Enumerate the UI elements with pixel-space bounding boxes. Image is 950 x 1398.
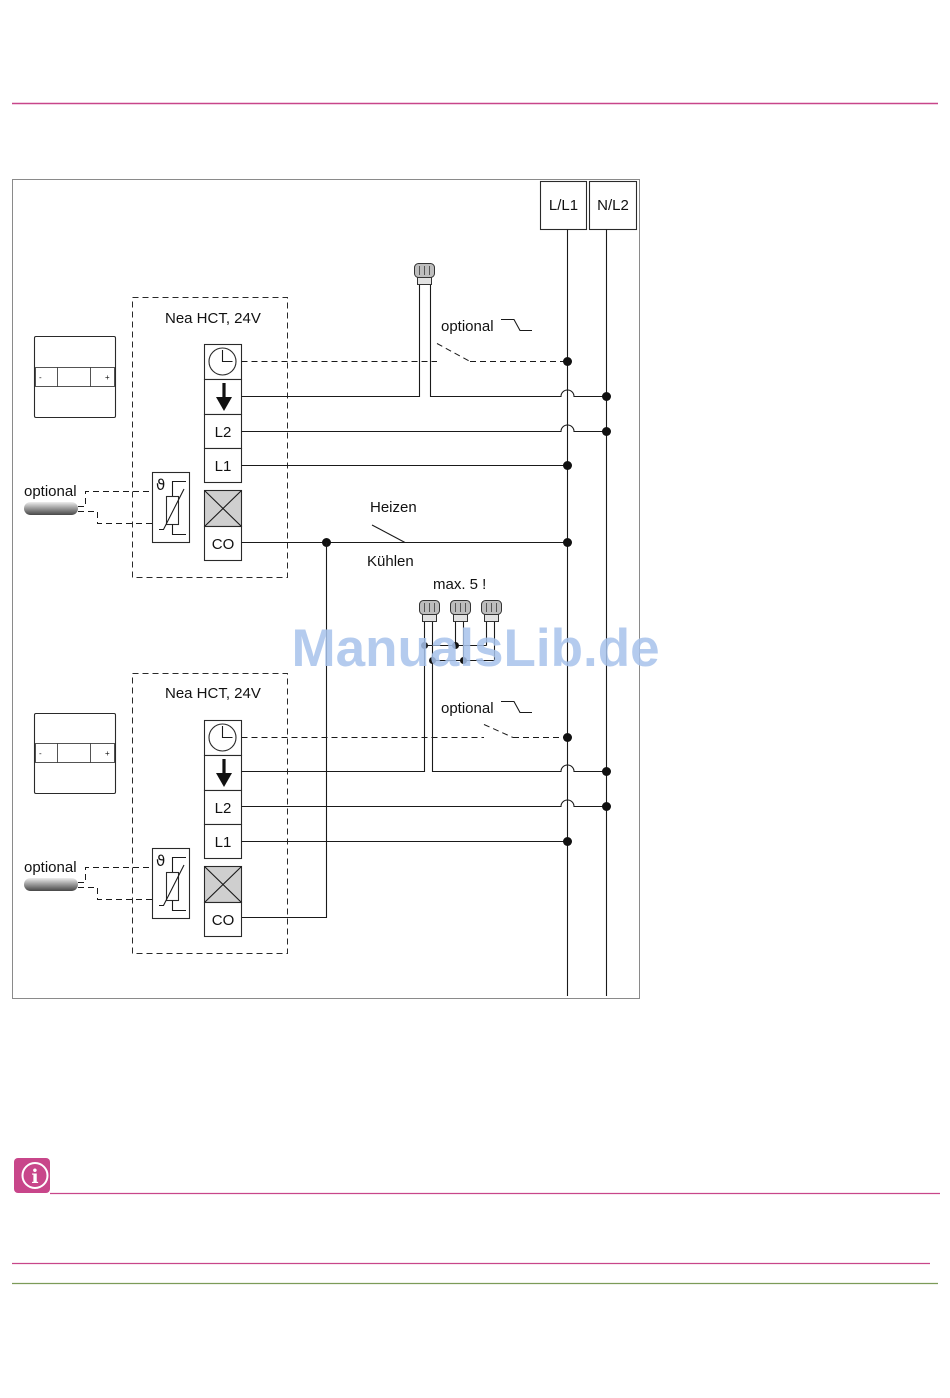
timer-switch-blade xyxy=(437,344,470,362)
wiring-unit-2: optional max. 5 ! xyxy=(242,576,612,846)
device-outline xyxy=(35,337,116,418)
thermostat-minus-key: - xyxy=(39,749,42,758)
device-outline xyxy=(35,714,116,794)
info-icon: i xyxy=(14,1158,50,1193)
thermostat-plus-key: + xyxy=(105,749,110,758)
room-thermostat-device: - + xyxy=(35,714,116,794)
junction-dot xyxy=(563,733,572,742)
sensor-wire-dashed xyxy=(78,888,153,900)
svg-text:i: i xyxy=(31,1166,38,1188)
sensor-symbol: ϑ xyxy=(156,852,165,870)
remote-sensor-probe xyxy=(24,502,78,515)
timer-switch-blade xyxy=(484,725,513,738)
crossed-box-icon xyxy=(205,867,242,903)
l2-wire xyxy=(242,800,607,807)
ntc-thermistor-icon: ϑ xyxy=(153,849,190,919)
valve-return-wire xyxy=(431,285,607,397)
changeover-cool-label: Kühlen xyxy=(367,553,414,570)
sensor-optional-label: optional xyxy=(24,483,77,500)
unit-title: Nea HCT, 24V xyxy=(165,310,261,327)
thermostat-minus-key: - xyxy=(39,373,42,382)
changeover-heat-label: Heizen xyxy=(370,499,417,516)
terminal-label-co: CO xyxy=(212,912,235,929)
l2-wire xyxy=(242,425,607,431)
sensor-wire-dashed xyxy=(78,512,153,524)
wiring-unit-1: optional Heizen Kühlen xyxy=(242,264,612,918)
junction-dot xyxy=(563,461,572,470)
changeover-switch-blade xyxy=(372,525,405,543)
terminal-label-l2: L2 xyxy=(215,800,232,817)
junction-dot xyxy=(602,802,611,811)
junction-dot xyxy=(602,767,611,776)
terminal-label-l1: L1 xyxy=(215,834,232,851)
supply-bus: L/L1 N/L2 xyxy=(541,182,637,997)
thermostat-unit-1: Nea HCT, 24V - + L2 L1 xyxy=(24,298,288,578)
unit-title: Nea HCT, 24V xyxy=(165,685,261,702)
valve-actuator-icon xyxy=(415,264,435,285)
junction-dot xyxy=(563,357,572,366)
clock-icon xyxy=(209,724,236,751)
sensor-optional-label: optional xyxy=(24,859,77,876)
junction-dot xyxy=(602,427,611,436)
crossed-box-icon xyxy=(205,491,242,527)
watermark: ManualsLib.de xyxy=(291,619,659,678)
sensor-wire-dashed xyxy=(78,492,153,507)
terminal-label-co: CO xyxy=(212,536,235,553)
actuator-limit-note: max. 5 ! xyxy=(433,576,486,593)
timer-switch-optional-label: optional xyxy=(441,700,494,717)
sensor-wire-dashed xyxy=(78,868,153,883)
thermostat-plus-key: + xyxy=(105,373,110,382)
terminal-label-l1: L1 xyxy=(215,458,232,475)
terminal-label-n-l2: N/L2 xyxy=(597,197,629,214)
terminal-strip: L2 L1 CO xyxy=(205,345,242,561)
thermostat-unit-2: Nea HCT, 24V - + L2 L1 xyxy=(24,674,288,954)
switch-step-icon xyxy=(501,320,532,331)
terminal-strip: L2 L1 CO xyxy=(205,721,242,937)
junction-dot xyxy=(563,538,572,547)
valve-wire xyxy=(242,285,420,397)
junction-dot xyxy=(563,837,572,846)
ntc-thermistor-icon: ϑ xyxy=(153,473,190,543)
co-link-wire xyxy=(242,543,327,918)
junction-dot xyxy=(602,392,611,401)
terminal-label-l2: L2 xyxy=(215,424,232,441)
room-thermostat-device: - + xyxy=(35,337,116,418)
timer-switch-optional-label: optional xyxy=(441,318,494,335)
remote-sensor-probe xyxy=(24,878,78,891)
sensor-symbol: ϑ xyxy=(156,476,165,494)
clock-icon xyxy=(209,348,236,375)
terminal-label-l-l1: L/L1 xyxy=(549,197,578,214)
switch-step-icon xyxy=(501,702,532,713)
